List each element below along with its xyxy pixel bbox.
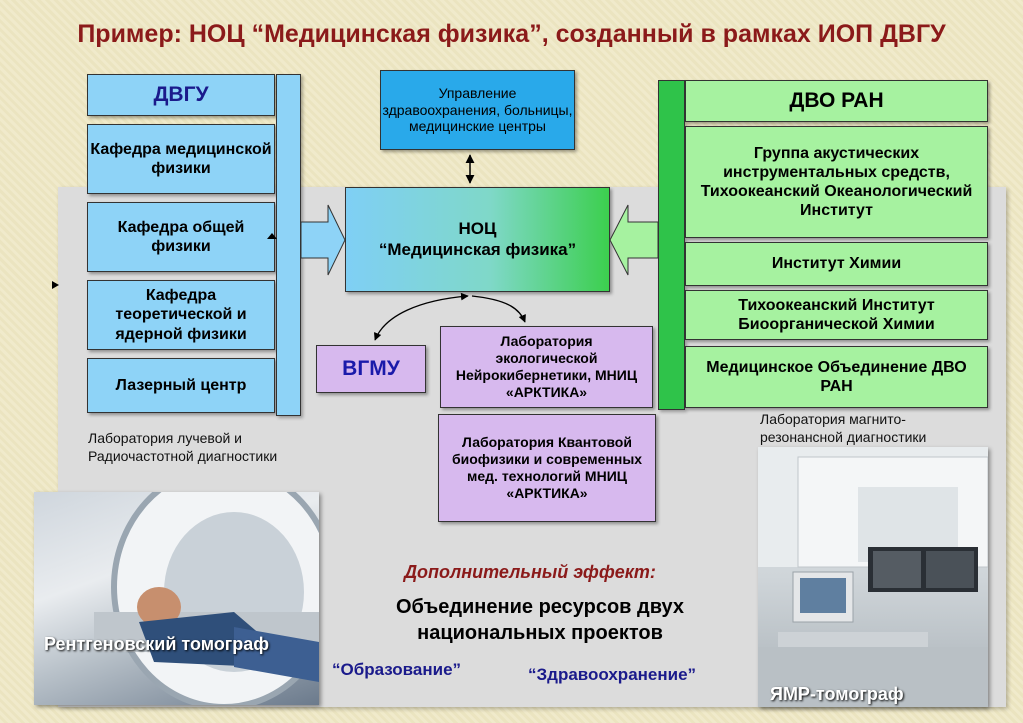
effect-body: Объединение ресурсов двух национальных п… [395,596,685,644]
noc-center-box: НОЦ “Медицинская физика” [345,187,610,292]
xray-scene-image [94,492,319,705]
arrow-dvo-to-noc [609,204,659,276]
dvo-item-chemistry-institute: Институт Химии [685,242,988,286]
dvgu-item-theoretical-physics: Кафедра теоретической и ядерной физики [87,280,275,350]
dvo-header: ДВО РАН [685,80,988,122]
xray-caption: Рентгеновский томограф [44,634,270,654]
dvo-item-medical-association: Медицинское Объединение ДВО РАН [685,346,988,408]
dvo-item-acoustic-group: Группа акустических инструментальных сре… [685,126,988,238]
xray-tomograph-photo [34,492,319,705]
right-photo-label: Лаборатория магнито-резонансной диагност… [760,411,927,445]
left-photo-label: Лаборатория лучевой и Радиочастотной диа… [88,430,278,464]
arrow-dvgu-to-noc [300,204,346,276]
noc-subtitle: “Медицинская физика” [378,239,577,259]
dvgu-item-general-physics: Кафедра общей физики [87,202,275,272]
small-marker-left [52,281,59,289]
mri-tomograph-photo [758,447,988,707]
effect-title: Дополнительный эффект: [404,562,656,582]
dvgu-item-medical-physics: Кафедра медицинской физики [87,124,275,194]
health-administration-box: Управление здравоохранения, больницы, ме… [380,70,575,150]
arrow-noc-to-vgmu [373,292,469,341]
dvo-item-bioorganic-institute: Тихоокеанский Институт Биоорганической Х… [685,290,988,340]
lab-quantum-biophysics-box: Лаборатория Квантовой биофизики и соврем… [438,414,656,522]
dvgu-item-laser-center: Лазерный центр [87,358,275,413]
vgmu-box: ВГМУ [316,345,426,393]
small-marker-dvgu [267,233,277,239]
dvgu-header: ДВГУ [87,74,275,116]
project-education: “Образование” [332,660,462,679]
noc-title: НОЦ [458,219,497,239]
mri-caption: ЯМР-томограф [770,684,904,704]
project-healthcare: “Здравоохранение” [528,665,697,684]
lab-neurocybernetics-box: Лаборатория экологической Нейрокибернети… [440,326,653,408]
arrow-noc-to-lab [471,295,526,323]
page-title: Пример: НОЦ “Медицинская физика”, создан… [77,20,946,48]
mri-scene-image [758,447,988,707]
